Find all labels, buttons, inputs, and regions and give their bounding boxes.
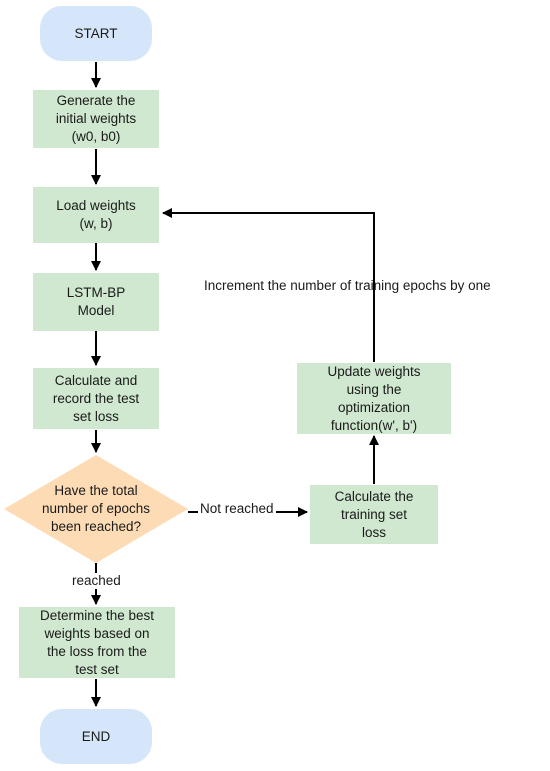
arrow-update-loop-to-load xyxy=(162,208,375,362)
calculate-training-loss-box: Calculate the training set loss xyxy=(310,485,438,544)
determine-best-weights-box: Determine the best weights based on the … xyxy=(19,607,175,678)
reached-label: reached xyxy=(70,573,123,589)
lstm-bp-model-box: LSTM-BP Model xyxy=(33,273,159,331)
epochs-reached-decision: Have the total number of epochs been rea… xyxy=(41,483,151,534)
generate-initial-weights-box: Generate the initial weights (w0, b0) xyxy=(33,90,159,148)
load-weights-box: Load weights (w, b) xyxy=(33,187,159,243)
end-terminal: END xyxy=(40,709,152,764)
update-weights-box: Update weights using the optimization fu… xyxy=(297,363,451,434)
decision-diamond xyxy=(4,455,188,563)
not-reached-label: Not reached xyxy=(198,501,276,517)
start-terminal: START xyxy=(40,6,152,61)
calculate-test-loss-box: Calculate and record the test set loss xyxy=(33,368,159,429)
increment-epochs-label: Increment the number of training epochs … xyxy=(204,278,491,293)
